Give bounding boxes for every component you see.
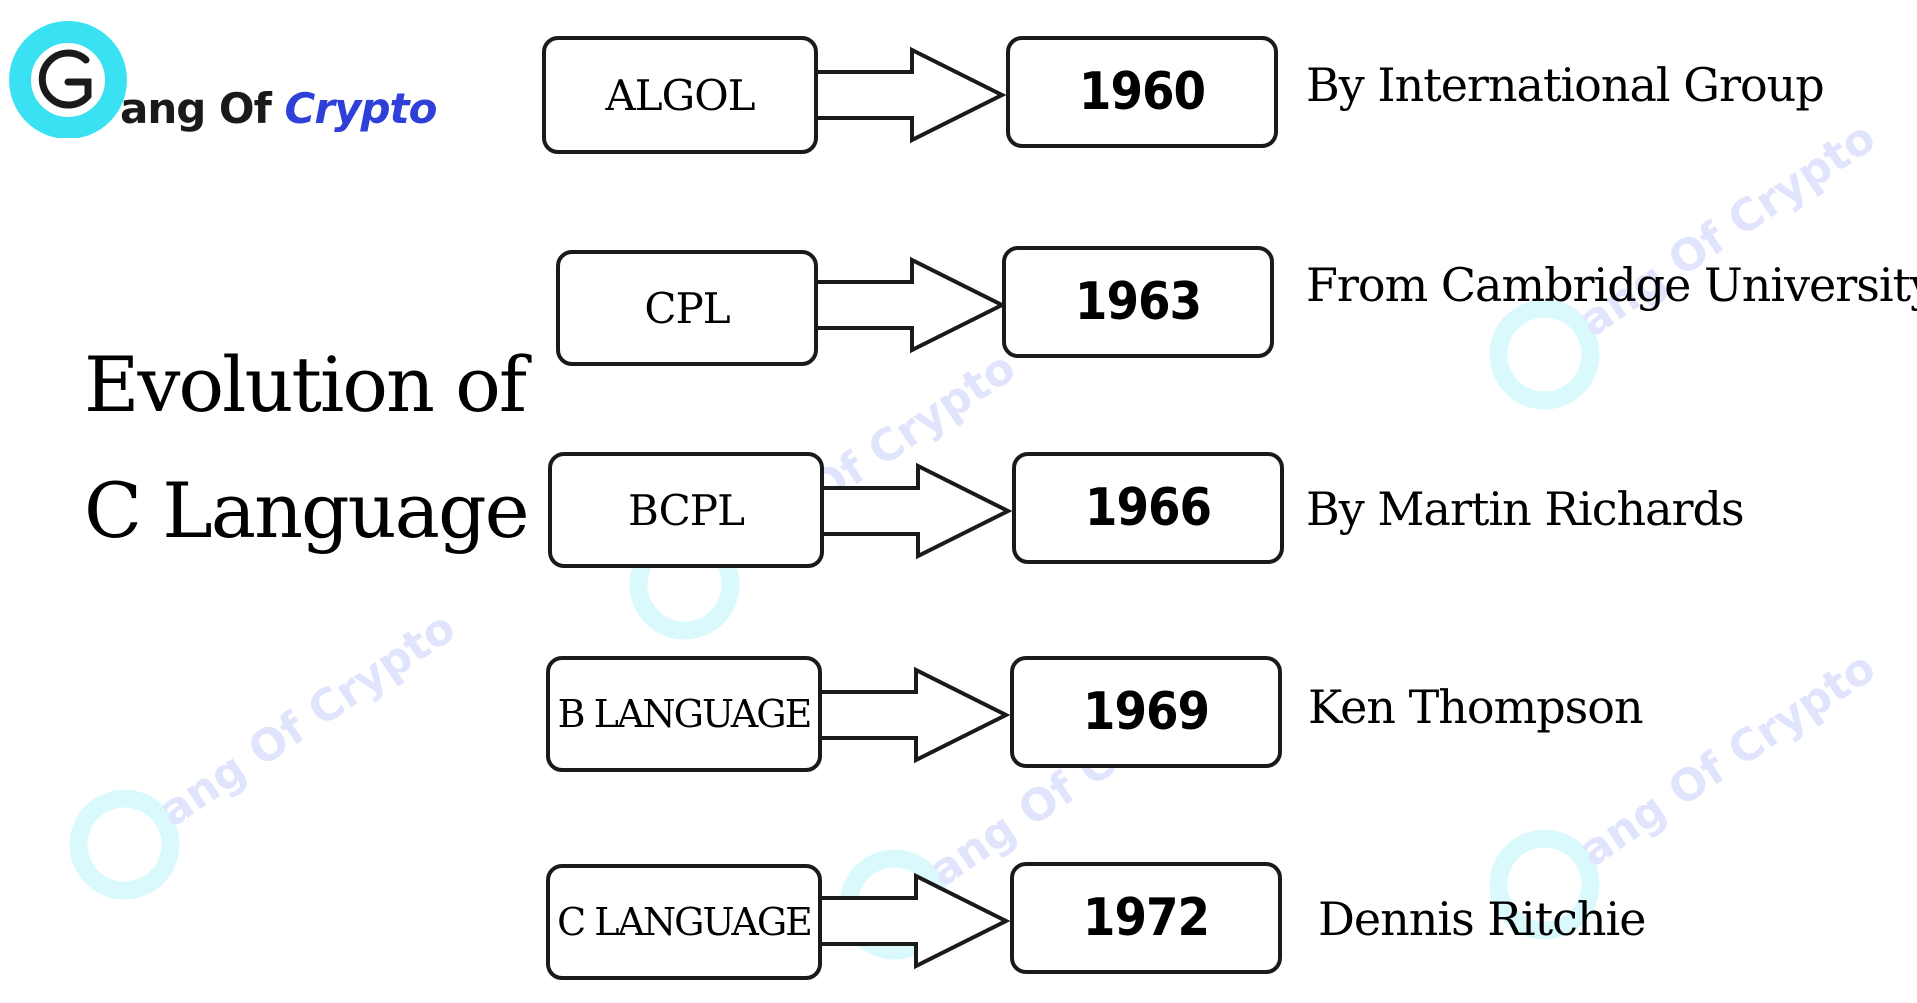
year-label: 1960: [1078, 62, 1206, 122]
watermark: ang Of Crypto: [48, 602, 465, 924]
title-line-2: C Language: [84, 466, 530, 555]
title-line-1: Evolution of: [84, 340, 527, 429]
year-box: 1966: [1012, 452, 1284, 564]
arrow-icon: [814, 256, 1007, 354]
year-label: 1969: [1082, 682, 1210, 742]
language-box: CPL: [556, 250, 818, 366]
language-box: BCPL: [548, 452, 824, 568]
year-box: 1960: [1006, 36, 1278, 148]
language-label: C LANGUAGE: [557, 900, 813, 944]
description-label: From Cambridge University: [1306, 258, 1917, 312]
year-label: 1963: [1074, 272, 1202, 332]
arrow-icon: [820, 462, 1013, 560]
language-label: ALGOL: [605, 70, 755, 120]
description-label: Ken Thompson: [1308, 680, 1644, 734]
language-box: C LANGUAGE: [546, 864, 822, 980]
language-box: B LANGUAGE: [546, 656, 822, 772]
diagram-title: Evolution of C Language: [84, 322, 530, 574]
logo-name: ang Of: [120, 84, 272, 133]
brand-logo: ang Of Crypto: [8, 18, 437, 138]
watermark-text: ang Of Crypto: [1570, 641, 1885, 878]
arrow-icon: [818, 872, 1011, 970]
language-label: B LANGUAGE: [557, 692, 813, 736]
description-label: By International Group: [1306, 58, 1825, 112]
language-label: BCPL: [628, 485, 745, 535]
year-label: 1972: [1082, 888, 1210, 948]
language-box: ALGOL: [542, 36, 818, 154]
arrow-icon: [814, 46, 1007, 144]
description-label: By Martin Richards: [1306, 482, 1745, 536]
year-label: 1966: [1084, 478, 1212, 538]
description-label: Dennis Ritchie: [1318, 892, 1646, 946]
year-box: 1969: [1010, 656, 1282, 768]
language-label: CPL: [644, 283, 730, 333]
logo-g-icon: [9, 21, 127, 138]
year-box: 1972: [1010, 862, 1282, 974]
arrow-icon: [818, 666, 1011, 764]
logo-wordmark: ang Of Crypto: [120, 84, 438, 133]
logo-brand: Crypto: [284, 84, 438, 133]
year-box: 1963: [1002, 246, 1274, 358]
watermark-text: ang Of Crypto: [150, 601, 465, 838]
watermark-logo-icon: [69, 789, 180, 900]
